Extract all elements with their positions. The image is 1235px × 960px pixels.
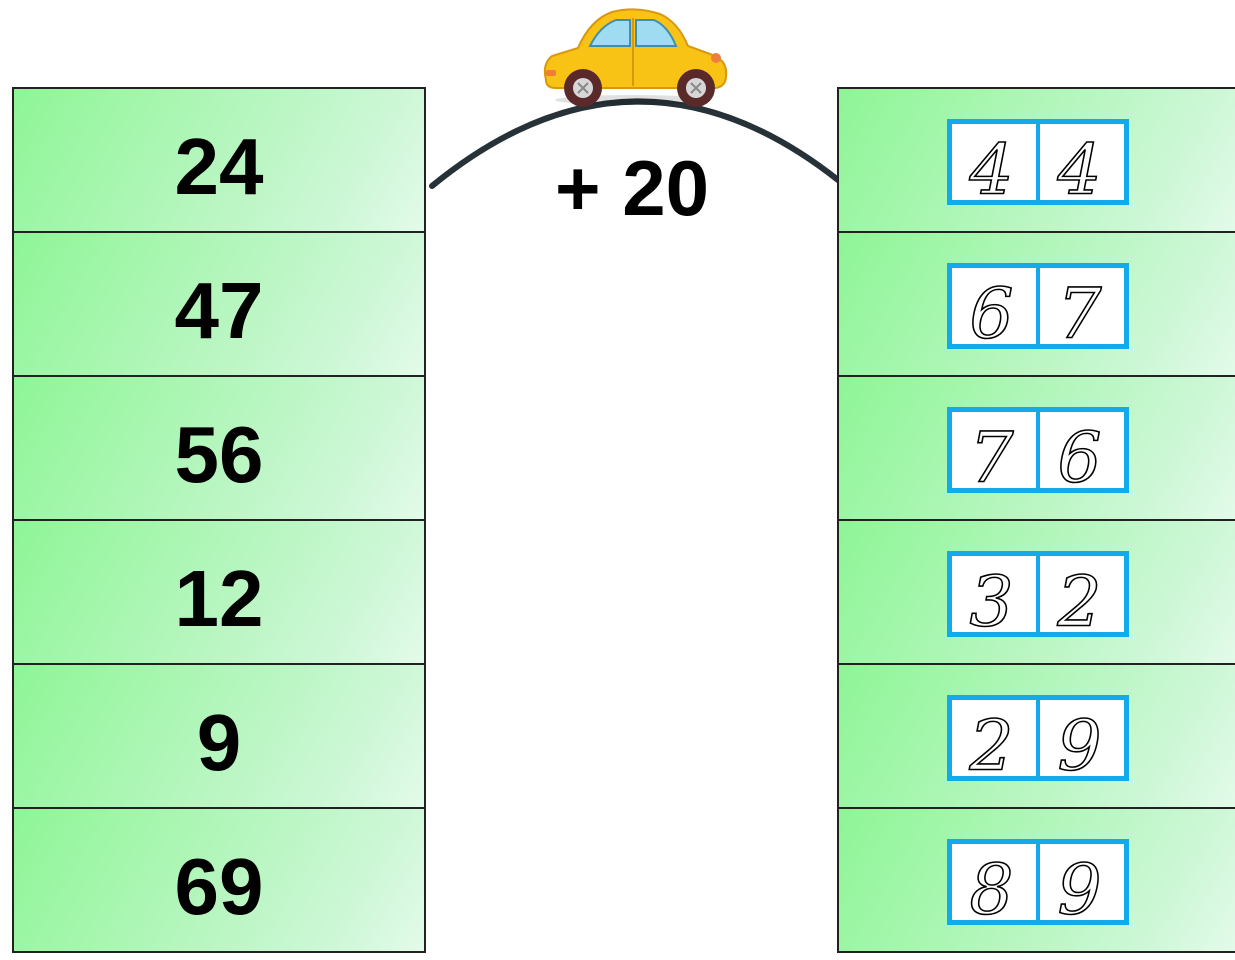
car-icon: [543, 8, 728, 107]
answer-cell: 8 9: [837, 807, 1235, 953]
answer-cell: 3 2: [837, 519, 1235, 665]
ones-digit: 9: [1058, 707, 1102, 776]
ones-box: 7: [1036, 268, 1124, 344]
answer-cell: 6 7: [837, 231, 1235, 377]
input-number: 56: [174, 410, 264, 499]
ones-digit: 7: [1058, 275, 1102, 344]
ones-box: 9: [1036, 700, 1124, 776]
ones-digit: 2: [1057, 563, 1102, 632]
ones-box: 2: [1036, 556, 1124, 632]
input-cell: 69: [12, 807, 426, 953]
input-number: 12: [174, 554, 264, 643]
tens-box: 7: [952, 412, 1036, 488]
digit-boxes: 7 6: [947, 407, 1129, 493]
ones-box: 4: [1036, 124, 1124, 200]
operation-label: + 20: [555, 144, 709, 232]
tens-box: 6: [952, 268, 1036, 344]
digit-boxes: 2 9: [947, 695, 1129, 781]
input-number: 24: [174, 122, 264, 211]
answer-column: 4 4 6 7 7 6 3 2 2 9 8 9: [837, 87, 1235, 953]
answer-cell: 7 6: [837, 375, 1235, 521]
tens-box: 3: [952, 556, 1036, 632]
answer-cell: 2 9: [837, 663, 1235, 809]
ones-box: 9: [1036, 844, 1124, 920]
digit-boxes: 8 9: [947, 839, 1129, 925]
tens-digit: 6: [970, 275, 1014, 344]
tens-box: 4: [952, 124, 1036, 200]
tens-digit: 3: [970, 563, 1014, 632]
answer-cell: 4 4: [837, 87, 1235, 233]
tens-digit: 8: [970, 851, 1014, 920]
ones-digit: 9: [1058, 851, 1102, 920]
ones-digit: 4: [1057, 131, 1102, 200]
tens-digit: 4: [969, 131, 1014, 200]
digit-boxes: 3 2: [947, 551, 1129, 637]
input-cell: 12: [12, 519, 426, 665]
tens-box: 8: [952, 844, 1036, 920]
digit-boxes: 6 7: [947, 263, 1129, 349]
input-cell: 24: [12, 87, 426, 233]
input-cell: 56: [12, 375, 426, 521]
ones-digit: 6: [1058, 419, 1102, 488]
input-number: 69: [174, 842, 264, 931]
input-cell: 9: [12, 663, 426, 809]
input-number: 9: [196, 698, 242, 787]
digit-boxes: 4 4: [947, 119, 1129, 205]
tens-digit: 2: [969, 707, 1014, 776]
input-number: 47: [174, 266, 264, 355]
tens-box: 2: [952, 700, 1036, 776]
input-column: 24 47 56 12 9 69: [12, 87, 426, 953]
ones-box: 6: [1036, 412, 1124, 488]
tens-digit: 7: [970, 419, 1014, 488]
